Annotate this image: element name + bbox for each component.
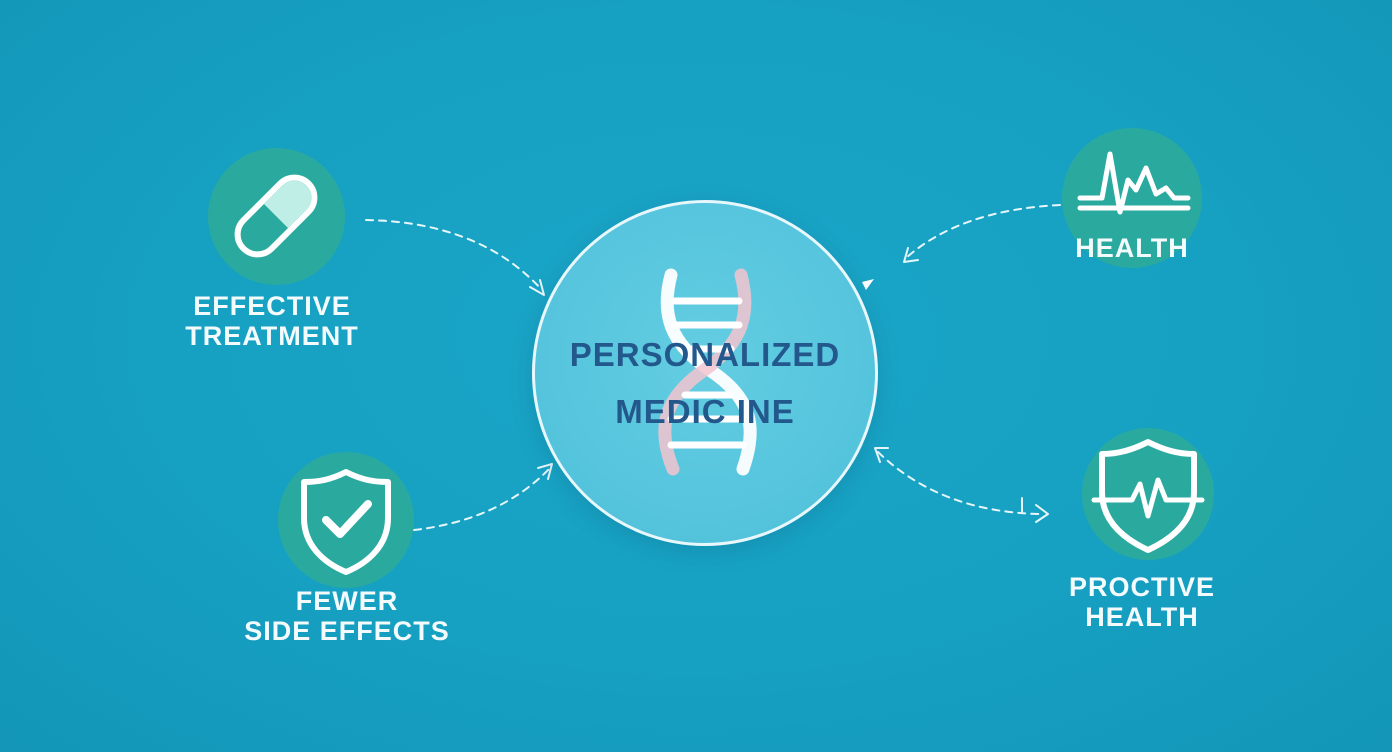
hub-title-line1: PERSONALIZED bbox=[569, 336, 841, 373]
label-fewer-side-effects-line2: SIDE EFFECTS bbox=[244, 616, 450, 646]
arrowhead-effective-treatment bbox=[529, 279, 545, 296]
label-fewer-side-effects-line1: FEWER bbox=[295, 586, 399, 616]
heartbeat-icon bbox=[1077, 151, 1191, 215]
label-effective-treatment-line2: TREATMENT bbox=[185, 321, 359, 351]
label-fewer-side-effects: FEWER SIDE EFFECTS bbox=[240, 586, 454, 646]
label-effective-treatment-line1: EFFECTIVE bbox=[193, 291, 351, 321]
connector-fewer-side-effects bbox=[413, 467, 551, 531]
personalized-medicine-hub: PERSONALIZED MEDIC INE bbox=[532, 200, 878, 546]
node-proactive-health bbox=[1082, 428, 1214, 560]
connector-proactive-health bbox=[877, 451, 1041, 515]
capsule-icon bbox=[234, 174, 318, 258]
label-health: HEALTH bbox=[1040, 233, 1224, 263]
shield-check-icon bbox=[301, 469, 391, 575]
label-health-line1: HEALTH bbox=[1075, 233, 1189, 263]
arrowhead-proactive-health-out bbox=[1035, 504, 1049, 523]
arrowhead-health bbox=[903, 247, 919, 263]
hub-title-line2: MEDIC INE bbox=[615, 393, 795, 430]
label-proactive-health-line2: HEALTH bbox=[1085, 602, 1199, 632]
label-proactive-health: PROCTIVE HEALTH bbox=[1042, 572, 1242, 632]
shield-heartbeat-icon bbox=[1091, 439, 1205, 553]
arrow-mark bbox=[862, 279, 874, 290]
arrowhead-fewer-side-effects bbox=[537, 463, 553, 480]
node-health bbox=[1062, 128, 1202, 268]
connector-health bbox=[905, 204, 1061, 259]
node-effective-treatment bbox=[208, 148, 345, 285]
dna-icon bbox=[658, 268, 757, 476]
label-proactive-health-line1: PROCTIVE bbox=[1068, 572, 1216, 602]
label-effective-treatment: EFFECTIVE TREATMENT bbox=[160, 291, 384, 351]
connector-effective-treatment bbox=[365, 219, 543, 291]
arrowhead-proactive-health-in bbox=[874, 447, 889, 463]
node-fewer-side-effects bbox=[278, 452, 414, 588]
